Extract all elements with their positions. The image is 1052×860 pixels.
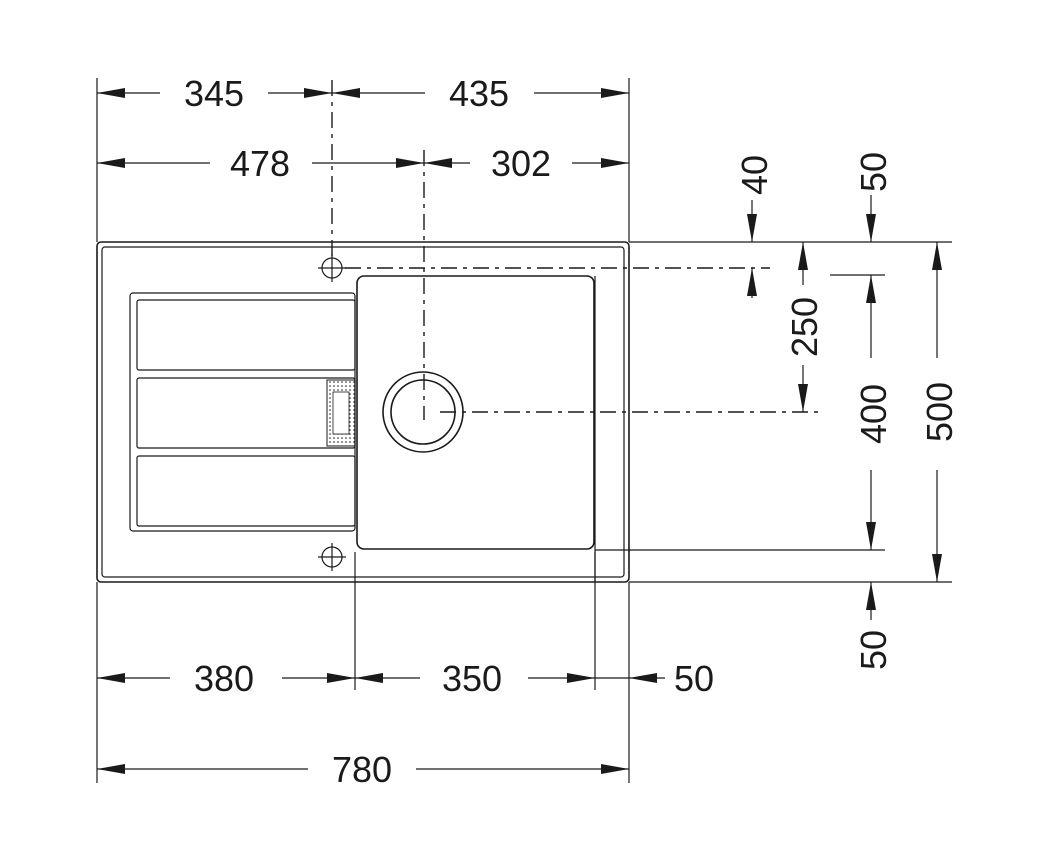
dim-302: 302: [424, 143, 629, 184]
drainer-rib-1: [136, 299, 356, 371]
dim-40-label: 40: [734, 155, 775, 195]
dim-400-label: 400: [853, 384, 894, 444]
waste-outer-ring: [382, 371, 464, 453]
dim-250-label: 250: [784, 297, 825, 357]
dim-478: 478: [97, 143, 424, 184]
drainer-rib-3: [136, 455, 356, 527]
dim-780-label: 780: [332, 749, 392, 790]
dim-50-bottom: 50: [853, 582, 894, 670]
dim-345-label: 345: [184, 73, 244, 114]
dim-50-bottom-row-label: 50: [674, 658, 714, 699]
bowl: [356, 275, 595, 550]
tap-hole-bottom-icon: [318, 543, 346, 571]
dim-40: 40: [734, 155, 775, 298]
tap-hole-top-icon: [318, 254, 346, 282]
dim-478-label: 478: [230, 143, 290, 184]
dim-50-top: 50: [853, 152, 894, 242]
drainer-area: [129, 292, 356, 532]
dim-50-bottom-row: 50: [595, 658, 714, 699]
dim-400: 400: [853, 275, 894, 550]
dim-780: 780: [97, 749, 629, 790]
dim-50-top-label: 50: [853, 152, 894, 192]
dim-250: 250: [784, 242, 825, 412]
drainer-rib-2: [136, 377, 356, 449]
overflow-slot: [332, 391, 350, 435]
dim-380: 380: [97, 658, 355, 699]
sink-outline: [96, 241, 630, 583]
sink-inner-rim: [101, 246, 625, 578]
dim-435-label: 435: [449, 73, 509, 114]
dim-435: 435: [332, 73, 629, 114]
dim-350: 350: [355, 658, 595, 699]
dim-350-label: 350: [442, 658, 502, 699]
dim-50-bottom-label: 50: [853, 630, 894, 670]
dim-500: 500: [919, 242, 960, 582]
dim-500-label: 500: [919, 382, 960, 442]
dim-345: 345: [97, 73, 332, 114]
dim-380-label: 380: [194, 658, 254, 699]
waste-inner-ring: [390, 379, 456, 445]
dim-302-label: 302: [491, 143, 551, 184]
